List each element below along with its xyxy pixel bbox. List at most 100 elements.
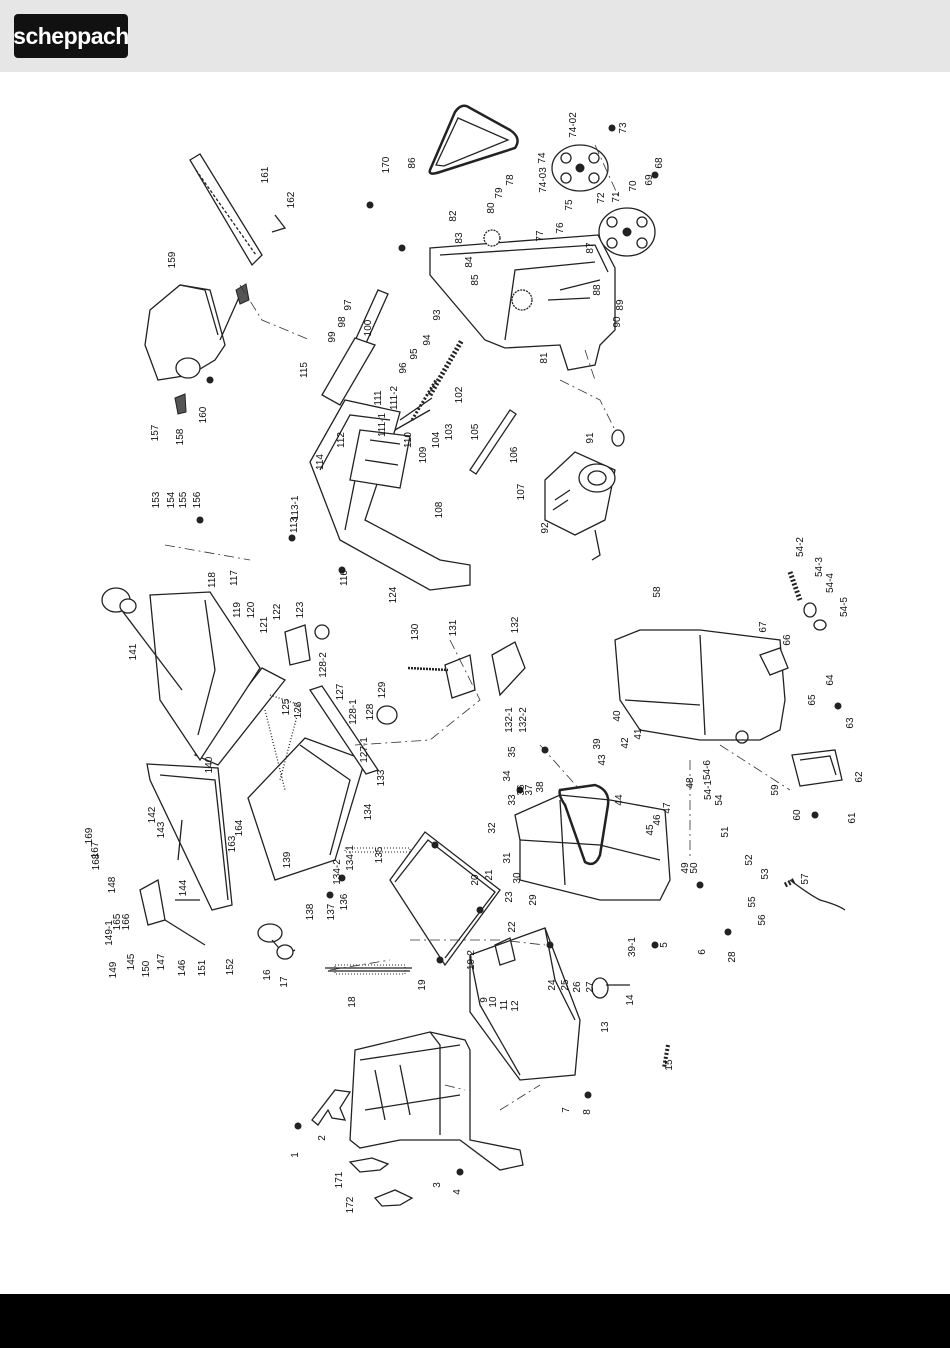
part-number-label: 134 [363, 803, 374, 820]
crank-knob-part [119, 598, 137, 614]
part-number-label: 168 [91, 853, 102, 870]
part-number-label: 57 [800, 873, 811, 885]
part-number-label: 123 [295, 601, 306, 618]
part-number-label: 108 [434, 501, 445, 518]
part-number-label: 165 [112, 913, 123, 930]
plate-part [491, 641, 526, 697]
bushing-part [813, 619, 827, 631]
part-number-label: 71 [611, 191, 622, 203]
spindle-part [334, 964, 406, 975]
part-number-label: 156 [192, 491, 203, 508]
part-number-label: 158 [175, 428, 186, 445]
part-number-label: 46 [652, 814, 663, 826]
part-number-label: 143 [156, 821, 167, 838]
part-number-label: 136 [339, 893, 350, 910]
sprocket-wheel-part [551, 144, 609, 192]
part-number-label: 97 [343, 299, 354, 311]
part-number-label: 51 [720, 826, 731, 838]
part-number-label: 128 [365, 703, 376, 720]
part-number-label: 134-2 [332, 859, 343, 885]
part-number-label: 54-2 [795, 537, 806, 557]
switch-cover-part [799, 755, 837, 776]
part-number-label: 141 [128, 643, 139, 660]
part-number-label: 137 [326, 903, 337, 920]
part-number-label: 149 [108, 961, 119, 978]
part-number-label: 91 [585, 432, 596, 444]
part-number-label: 147 [156, 953, 167, 970]
part-number-label: 45 [645, 824, 656, 836]
part-number-label: 19 [417, 979, 428, 991]
part-number-label: 169 [84, 827, 95, 844]
rod-part [164, 819, 206, 946]
page-header: scheppach [0, 0, 950, 72]
part-number-label: 111-2 [389, 386, 400, 411]
assembly-line [164, 544, 251, 561]
part-number-label: 35 [507, 746, 518, 758]
part-number-label: 100 [363, 319, 374, 336]
part-number-label: 36 [516, 784, 527, 796]
part-number-label: 80 [486, 202, 497, 214]
part-number-label: 162 [286, 191, 297, 208]
part-number-label: 138 [305, 903, 316, 920]
adjust-block-part [139, 878, 166, 926]
switch-cover-part [791, 749, 843, 787]
part-number-label: 72 [596, 192, 607, 204]
part-number-label: 127-1 [359, 737, 370, 763]
part-number-label: 78 [505, 174, 516, 186]
part-number-label: 94 [422, 334, 433, 346]
table-part [389, 831, 501, 967]
part-number-label: 154 [166, 491, 177, 508]
part-number-label: 59 [770, 784, 781, 796]
part-number-label: 9 [479, 997, 490, 1003]
part-number-label: 55 [747, 896, 758, 908]
part-number-label: 65 [807, 694, 818, 706]
part-number-label: 12 [510, 1000, 521, 1012]
part-number-label: 104 [431, 431, 442, 448]
part-number-label: 15 [664, 1059, 675, 1071]
part-number-label: 23 [504, 891, 515, 903]
part-number-label: 149-1 [104, 920, 115, 946]
dust-hood-part [144, 283, 250, 415]
part-number-label: 132-1 [504, 707, 515, 733]
part-number-label: 40 [612, 710, 623, 722]
cabinet-housing-part [614, 629, 786, 744]
part-number-label: 124 [388, 586, 399, 603]
part-number-label: 82 [448, 210, 459, 222]
part-number-label: 102 [454, 386, 465, 403]
handle-bracket-part [311, 1089, 352, 1126]
part-number-label: 89 [615, 299, 626, 311]
part-number-label: 5 [659, 942, 670, 948]
assembly-line [354, 639, 481, 746]
part-number-label: 130 [410, 623, 421, 640]
roller-part [321, 337, 376, 406]
part-number-label: 126 [293, 701, 304, 718]
drive-belt-part [428, 104, 519, 175]
blade-guard-part [197, 599, 216, 736]
part-number-label: 16 [262, 969, 273, 981]
page-footer [0, 1294, 950, 1348]
part-number-label: 68 [654, 157, 665, 169]
part-number-label: 47 [662, 802, 673, 814]
part-number-label: 20 [470, 874, 481, 886]
part-number-label: 107 [516, 483, 527, 500]
assembly-line [559, 379, 616, 431]
part-number-label: 17 [279, 976, 290, 988]
knob-part [314, 624, 330, 640]
part-number-label: 26 [572, 981, 583, 993]
part-number-label: 166 [121, 913, 132, 930]
shaft-part [469, 409, 517, 475]
part-number-label: 39 [592, 738, 603, 750]
power-cord-part [783, 877, 797, 888]
part-number-label: 157 [150, 424, 161, 441]
spring-part [427, 338, 465, 397]
part-number-label: 133 [376, 769, 387, 786]
gear-part [511, 289, 533, 311]
part-number-label: 81 [539, 352, 550, 364]
part-number-label: 28 [727, 951, 738, 963]
part-number-label: 54-4 [825, 573, 836, 593]
part-number-label: 144 [178, 879, 189, 896]
part-number-label: 139 [282, 851, 293, 868]
part-number-label: 10 [488, 996, 499, 1008]
part-number-label: 99 [327, 331, 338, 343]
foot-part [348, 1157, 414, 1207]
